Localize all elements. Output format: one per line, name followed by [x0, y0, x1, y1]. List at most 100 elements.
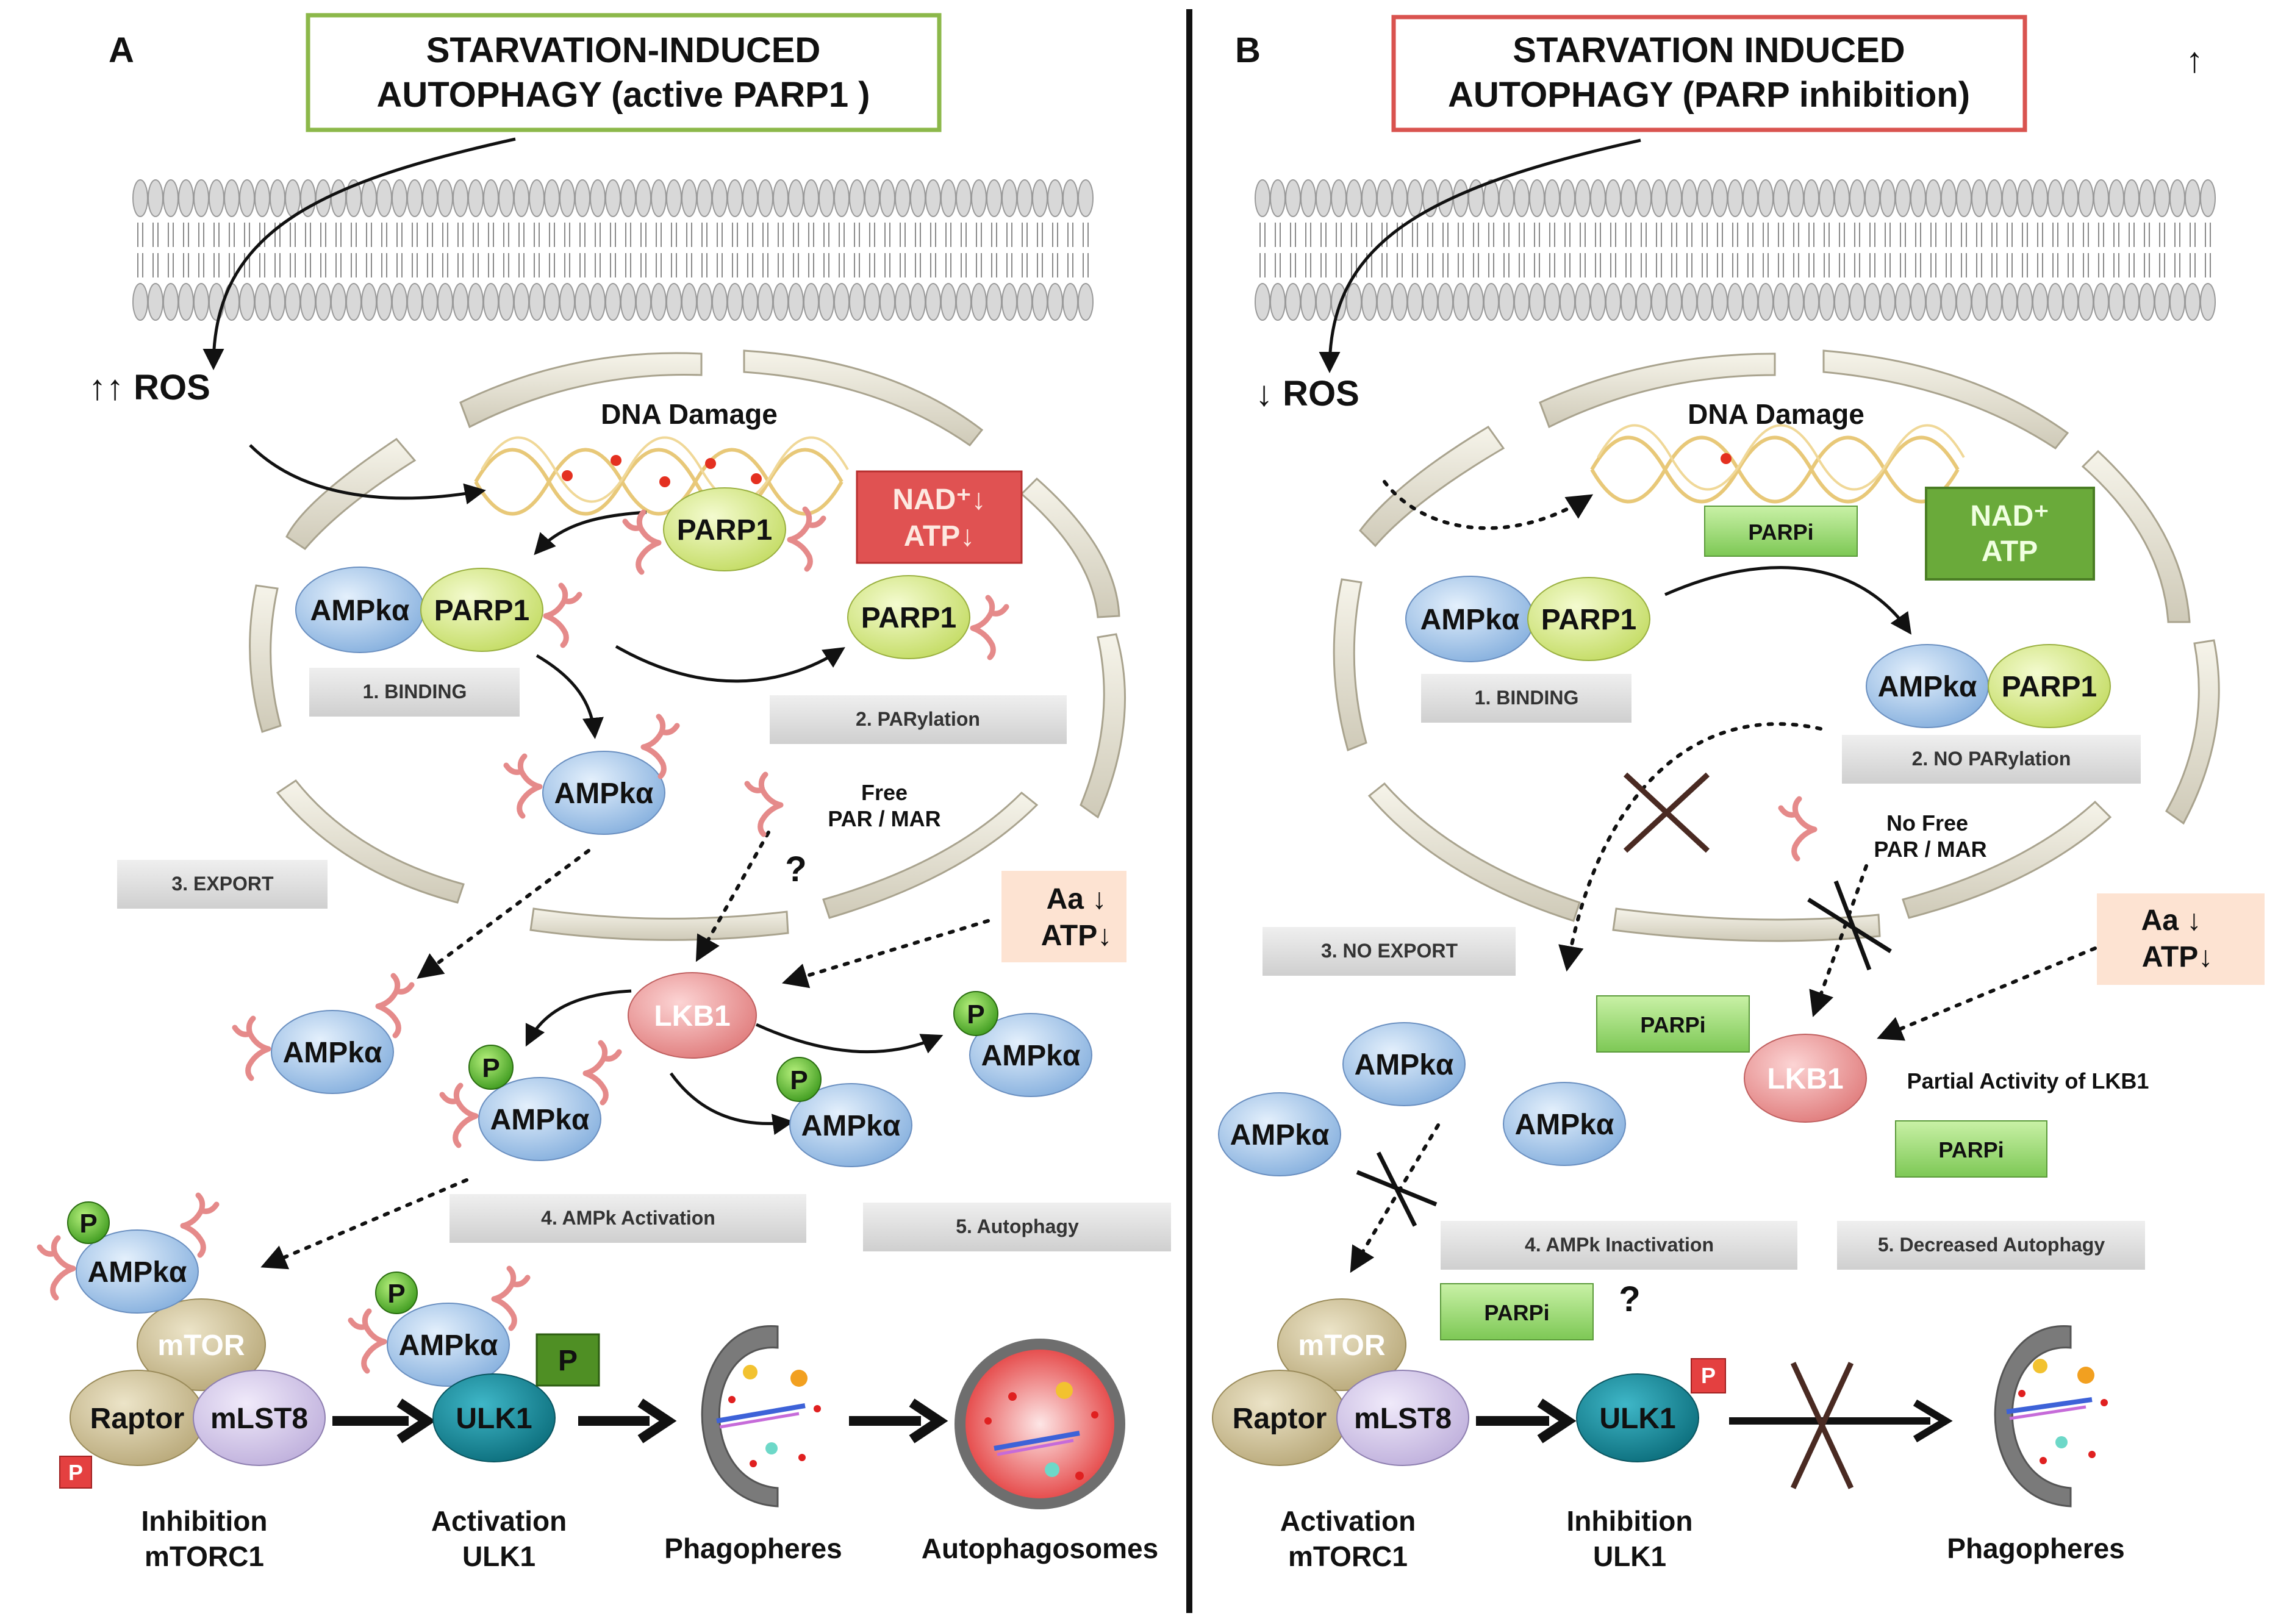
step-autophagy-a	[863, 1203, 1171, 1251]
parp1-parylated-a	[847, 575, 970, 659]
bottom-label-inhibition-a: Inhibition	[141, 1505, 268, 1537]
ros-to-dna-arrow-a	[249, 444, 486, 505]
block-x-export-b	[1623, 772, 1710, 853]
dna-damage-label-b: DNA Damage	[1688, 398, 1864, 430]
question-mark-b: ?	[1619, 1279, 1640, 1319]
aa-to-lkb1-arrow-b	[1877, 946, 2097, 1041]
step-binding-a	[309, 668, 520, 717]
parpi-mid-label-b: PARPi	[1640, 1012, 1705, 1037]
phospho-ulk1-b	[1691, 1358, 1726, 1393]
nucleus-envelope-a	[249, 349, 1126, 941]
phagophore-a	[701, 1325, 821, 1508]
ampk-p3-label-a: AMPkα	[981, 1040, 1081, 1072]
step-export-a	[117, 860, 328, 909]
mtor-label-b: mTOR	[1298, 1329, 1385, 1362]
block-x-phago-b	[1790, 1362, 1854, 1489]
bottom-label-inhibition-b: Inhibition	[1567, 1505, 1693, 1537]
atp-label-b: ATP	[1982, 535, 2038, 568]
phospho-p1-a	[468, 1045, 514, 1090]
ampk-b1-label: AMPkα	[1355, 1049, 1454, 1081]
par-chain-parp1-dna-right-a	[787, 506, 826, 572]
parpi-bottom-label-b: PARPi	[1484, 1300, 1549, 1325]
par-chain-mtor-top-a	[180, 1192, 220, 1258]
panel-divider	[1186, 9, 1192, 1613]
membrane-a	[132, 179, 1094, 321]
par-chain-p1-left-a	[439, 1082, 479, 1148]
question-mark-a: ?	[785, 850, 806, 889]
par-chain-parylated-a	[970, 595, 1009, 660]
dna-damage-spot-b	[1721, 453, 1732, 464]
autophagosome-a	[955, 1339, 1125, 1509]
dna-helix-a	[474, 436, 849, 516]
aa-label-a: Aa ↓	[1047, 883, 1107, 915]
ampk-b1	[1342, 1022, 1466, 1106]
bottom-label-phagopheres-a: Phagopheres	[664, 1533, 842, 1564]
par-chain-exported-top-a	[375, 973, 415, 1039]
parpi-top-label-b: PARPi	[1748, 520, 1813, 545]
phospho-mtor-a	[67, 1201, 110, 1244]
partial-activity-label-b: Partial Activity of LKB1	[1907, 1068, 2149, 1093]
mtor-label-a: mTOR	[157, 1329, 245, 1362]
phospho-p2-a	[776, 1057, 822, 1102]
mlst8-b	[1336, 1370, 1469, 1466]
step-decreased-b	[1837, 1221, 2145, 1270]
mlst8-a	[193, 1370, 326, 1466]
ros-to-dna-dotted-b	[1383, 480, 1594, 531]
phospho-p2-label-a: P	[790, 1065, 808, 1095]
step-inactivation-label-b: 4. AMPk Inactivation	[1525, 1234, 1714, 1256]
step-activation-a	[450, 1194, 806, 1243]
ampk-parylated-label-a: AMPkα	[554, 778, 654, 810]
ampk-p3-a	[969, 1013, 1092, 1097]
ampk-exported-a	[271, 1010, 394, 1094]
ampk-exported-label-a: AMPkα	[283, 1037, 382, 1069]
par-chain-p1-top-a	[582, 1040, 622, 1106]
step-parylation-a	[770, 695, 1067, 744]
par-chain-parp1-dna-left-a	[622, 509, 662, 575]
parp1-complex-b	[1527, 577, 1650, 661]
bottom-label-ulk1-b: ULK1	[1593, 1540, 1666, 1572]
panel-b-title-line2: AUTOPHAGY (PARP inhibition)	[1448, 75, 1970, 115]
atp-label-a: ATP↓	[904, 520, 975, 553]
bottom-label-mtorc1-a: mTORC1	[145, 1540, 264, 1572]
step-binding-b	[1421, 674, 1631, 723]
aa-label-b: Aa ↓	[2141, 904, 2202, 937]
lkb1-label-a: LKB1	[654, 1000, 730, 1032]
up-arrow-b: ↑	[2186, 40, 2204, 80]
phospho-p3-a	[953, 991, 998, 1036]
nad-label-a: NAD⁺↓	[892, 484, 986, 516]
bottom-label-activation-a: Activation	[431, 1505, 567, 1537]
panel-a-title-box	[306, 13, 942, 132]
step-activation-label-a: 4. AMPk Activation	[541, 1207, 715, 1229]
phospho-ulk-ampk-a	[375, 1272, 418, 1314]
ampk-mtor-label-a: AMPkα	[88, 1256, 187, 1289]
nucleus-envelope-b	[1333, 349, 2220, 942]
free-par-line1-a: Free	[861, 780, 908, 805]
parpi-right-label-b: PARPi	[1938, 1137, 2004, 1162]
ampk-p1-a	[478, 1077, 601, 1161]
lkb1-to-ampk2-arrow-a	[669, 1072, 794, 1136]
step-export-label-a: 3. EXPORT	[171, 873, 274, 895]
step-no-parylation-b	[1842, 735, 2141, 784]
parp1-parylated-label-a: PARP1	[861, 602, 957, 634]
blocked-par-arrow-b	[1809, 864, 1868, 1017]
binding-to-ampk-arrow-a	[535, 654, 604, 739]
ampk-complex-label-a: AMPkα	[310, 595, 410, 627]
aa-atp-box-b	[2097, 893, 2265, 985]
mlst8-label-b: mLST8	[1354, 1403, 1452, 1435]
export-dotted-arrow-a	[417, 849, 590, 979]
step-no-export-label-b: 3. NO EXPORT	[1321, 940, 1458, 962]
membrane-b	[1255, 179, 2216, 321]
parpi-right-b	[1895, 1120, 2047, 1178]
ampk-b2	[1218, 1092, 1341, 1176]
ulk1-label-b: ULK1	[1599, 1403, 1675, 1435]
step-decreased-label-b: 5. Decreased Autophagy	[1878, 1234, 2105, 1256]
par-chain-ampk-left-a	[503, 753, 543, 819]
no-free-line1-b: No Free	[1886, 810, 1968, 835]
title-to-ros-arrow-a	[202, 137, 516, 370]
ulk1-b	[1576, 1373, 1699, 1462]
nad-label-b: NAD⁺	[1970, 500, 2049, 532]
raptor-label-b: Raptor	[1233, 1403, 1327, 1435]
ampk-b2-label: AMPkα	[1230, 1119, 1330, 1151]
panel-b-title-box	[1391, 15, 2027, 132]
